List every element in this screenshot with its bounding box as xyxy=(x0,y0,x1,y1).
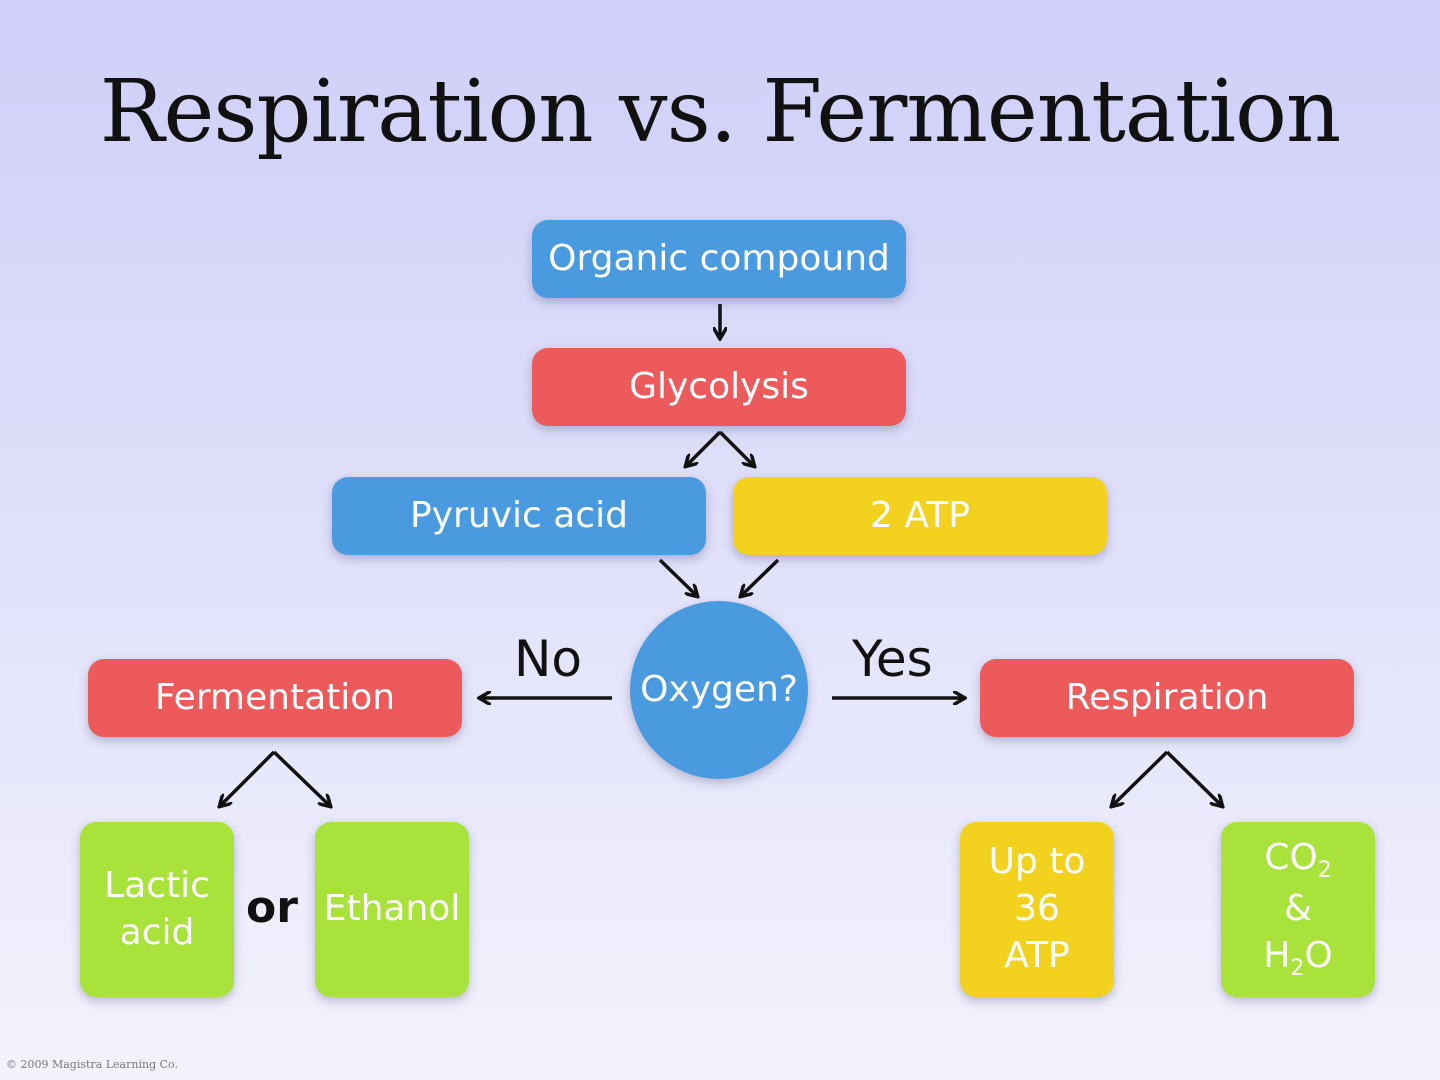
respiration-label: Respiration xyxy=(1065,676,1269,718)
lactic-acid-node: Lactic acid xyxy=(80,822,234,997)
lactic-acid-line1: Lactic xyxy=(104,864,210,906)
arrow-respiration-to-atp36 xyxy=(1112,750,1169,806)
glycolysis-node: Glycolysis xyxy=(532,348,906,426)
h2o-subscript: 2 xyxy=(1290,956,1305,982)
arrow-glycolysis-to-atp xyxy=(718,430,754,466)
h2o-label: H2O xyxy=(1263,933,1332,984)
atp-2-label: 2 ATP xyxy=(870,494,970,536)
atp-36-line3: ATP xyxy=(1004,934,1070,976)
diagram-title: Respiration vs. Fermentation xyxy=(99,62,1342,162)
atp-36-line1: Up to xyxy=(988,841,1086,883)
atp-36-node: Up to 36 ATP xyxy=(960,822,1114,997)
lactic-acid-line2: acid xyxy=(119,911,195,953)
arrow-fermentation-to-lactic xyxy=(220,750,276,806)
pyruvic-acid-node: Pyruvic acid xyxy=(332,477,706,555)
ampersand-label: & xyxy=(1283,888,1313,930)
copyright-footer: © 2009 Magistra Learning Co. xyxy=(6,1058,178,1071)
arrow-respiration-to-co2 xyxy=(1165,750,1222,806)
co2-subscript: 2 xyxy=(1317,858,1332,884)
oxygen-label: Oxygen? xyxy=(640,668,798,710)
arrow-glycolysis-to-pyruvic xyxy=(686,430,722,466)
arrow-atp-to-oxygen xyxy=(741,558,780,596)
ethanol-label: Ethanol xyxy=(323,888,461,930)
atp-2-node: 2 ATP xyxy=(733,477,1107,555)
arrow-pyruvic-to-oxygen xyxy=(658,558,697,596)
oxygen-decision-node: Oxygen? xyxy=(630,601,808,779)
no-branch-label: No xyxy=(514,630,582,688)
h2o-o: O xyxy=(1304,934,1333,976)
arrow-fermentation-to-ethanol xyxy=(272,750,330,806)
h2o-h: H xyxy=(1263,934,1291,976)
ethanol-node: Ethanol xyxy=(315,822,469,997)
co2-main: CO xyxy=(1264,837,1318,879)
fermentation-label: Fermentation xyxy=(154,676,396,718)
yes-branch-label: Yes xyxy=(852,630,933,688)
organic-compound-label: Organic compound xyxy=(548,237,890,279)
co2-h2o-node: CO2 & H2O xyxy=(1221,822,1375,997)
atp-36-line2: 36 xyxy=(1014,888,1060,930)
co2-label: CO2 xyxy=(1264,835,1331,886)
glycolysis-label: Glycolysis xyxy=(629,365,809,407)
organic-compound-node: Organic compound xyxy=(532,220,906,298)
fermentation-node: Fermentation xyxy=(88,659,462,737)
respiration-node: Respiration xyxy=(980,659,1354,737)
pyruvic-acid-label: Pyruvic acid xyxy=(410,494,628,536)
or-label: or xyxy=(246,882,298,933)
